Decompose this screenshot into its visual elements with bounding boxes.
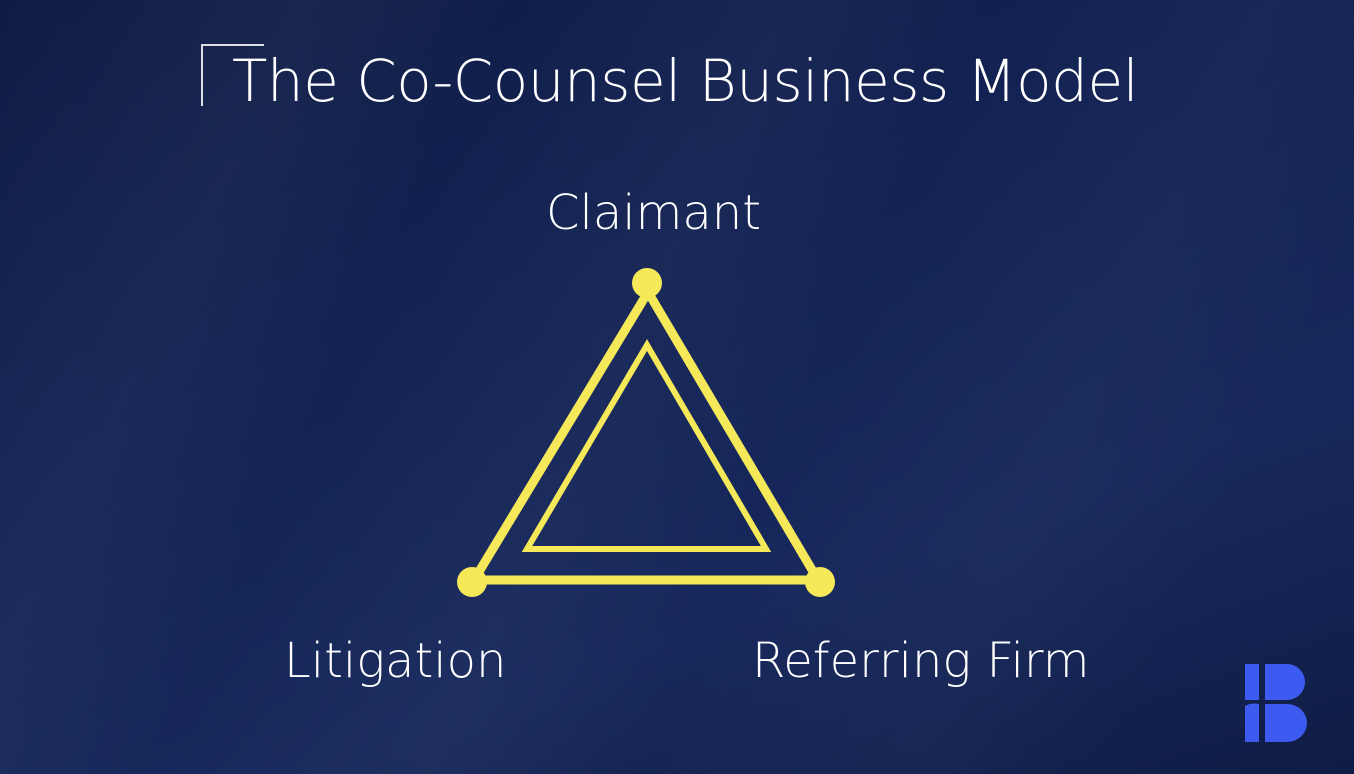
brand-logo-icon — [1245, 664, 1307, 742]
slide-title: The Co-Counsel Business Model — [232, 47, 1139, 115]
outer-triangle — [469, 287, 823, 585]
node-dot-litigation — [457, 567, 487, 597]
inner-triangle — [521, 339, 772, 552]
node-label-litigation: Litigation — [284, 633, 507, 689]
title-bracket-decoration — [201, 44, 264, 106]
node-label-referring-firm: Referring Firm — [752, 633, 1090, 689]
node-dot-claimant — [632, 268, 662, 298]
node-label-claimant: Claimant — [546, 185, 762, 241]
node-dot-referring-firm — [805, 567, 835, 597]
